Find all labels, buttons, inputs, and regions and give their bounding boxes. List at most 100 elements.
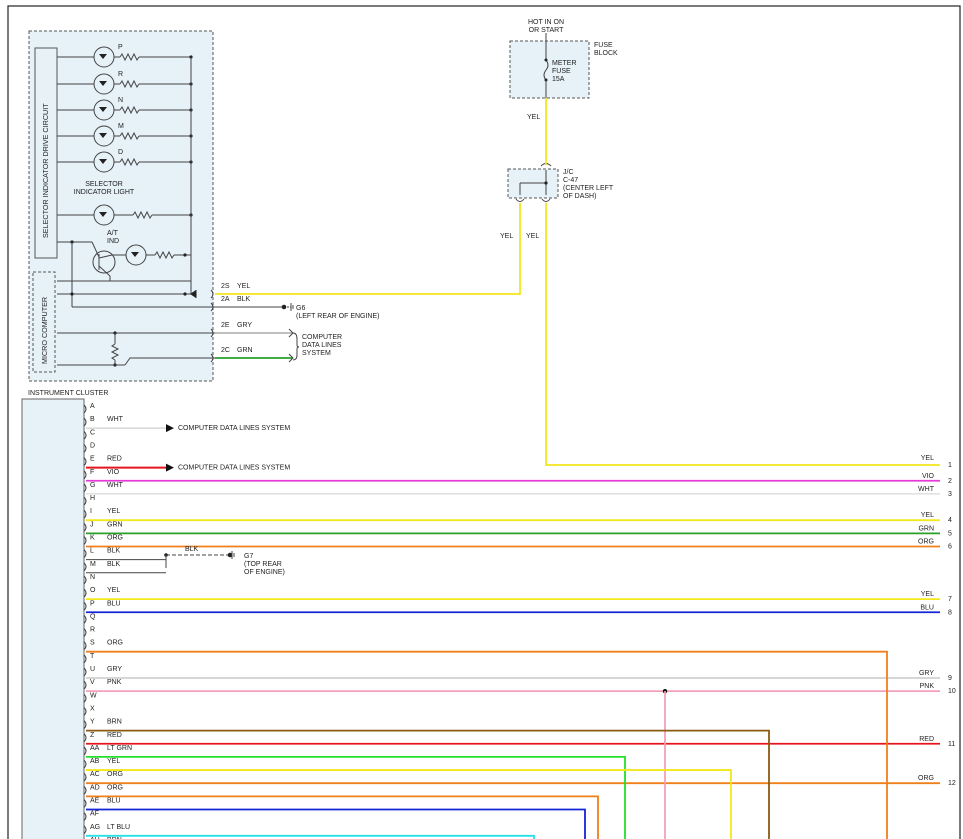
fuse-icon [543, 59, 549, 81]
selector-row-light [57, 204, 193, 226]
fuse-block-box [509, 40, 590, 99]
cluster-pin-f: F VIO [83, 469, 120, 480]
right-num-3: 3 [948, 491, 952, 498]
micro-wire-2s: YEL [237, 283, 250, 290]
cluster-wire-code: ORG [107, 771, 123, 778]
cluster-wire-code: ORG [107, 640, 123, 647]
cluster-pin-letter: D [90, 442, 95, 449]
selector-row-d: D [57, 149, 193, 173]
right-label-v: PNK [920, 683, 935, 690]
selector-position-m: M [118, 123, 124, 130]
cluster-pin-letter: T [90, 653, 95, 660]
cluster-pin-letter: Q [90, 613, 96, 620]
cluster-pin-ac: AC ORG [83, 771, 123, 782]
right-label-f: VIO [922, 473, 935, 480]
drive-circuit-label: SELECTOR INDICATOR DRIVE CIRCUIT [41, 103, 50, 238]
cluster-pin-letter: F [90, 469, 94, 476]
cluster-pin-w: W [83, 692, 97, 703]
diode-icon [190, 290, 196, 298]
cluster-pin-c: C [83, 429, 95, 440]
arrow-icon [166, 424, 174, 433]
micro-computer-box [32, 271, 56, 373]
micro-pin-2a: 2A [221, 296, 230, 303]
instrument-cluster-title: INSTRUMENT CLUSTER [28, 390, 108, 397]
micro-wire-2c: GRN [237, 347, 253, 354]
micro-computer-label: MICRO COMPUTER [40, 297, 49, 364]
cluster-pin-letter: R [90, 627, 95, 634]
cluster-wire-code: BRN [107, 837, 122, 839]
micro-wire-2a: BLK [237, 296, 251, 303]
micro-wire-2e: GRY [237, 322, 252, 329]
selector-position-d: D [118, 149, 123, 156]
cluster-pin-ah: AHBRN [83, 837, 122, 839]
wire-label-jc-right: YEL [526, 233, 539, 240]
selector-position-r: R [118, 71, 123, 78]
selector-module-box [28, 30, 214, 382]
wire-yel-1 [545, 203, 940, 466]
cluster-wire-code: BRN [107, 719, 122, 726]
cluster-pin-letter: AC [90, 771, 100, 778]
cluster-wire-code: ORG [107, 535, 123, 542]
right-label-yel-top: YEL [921, 455, 934, 462]
cluster-pin-letter: AB [90, 758, 100, 765]
wire-ae [86, 808, 586, 839]
cluster-pin-letter: C [90, 429, 95, 436]
cluster-pin-letter: AG [90, 824, 100, 831]
right-num-5: 5 [948, 530, 952, 537]
cluster-wire-code: WHT [107, 482, 124, 489]
cluster-pin-letter: G [90, 482, 95, 489]
cluster-pin-g: G WHT [83, 482, 124, 493]
cluster-wire-code: YEL [107, 587, 120, 594]
cluster-wire-code: YEL [107, 758, 120, 765]
right-num-7: 7 [948, 596, 952, 603]
cluster-pin-x: X [83, 705, 95, 716]
cluster-pin-letter: Z [90, 732, 95, 739]
right-num-10: 10 [948, 688, 956, 695]
ground-g6-label: G6(LEFT REAR OF ENGINE) [296, 305, 380, 320]
cluster-wire-code: VIO [107, 469, 120, 476]
right-num-11: 11 [948, 741, 955, 748]
right-label-g: WHT [918, 486, 935, 493]
cluster-wire-code: BLK [107, 548, 121, 555]
cluster-pin-letter: N [90, 574, 95, 581]
cluster-pin-z: Z RED [83, 732, 122, 743]
cluster-wire-code: RED [107, 732, 122, 739]
right-num-2: 2 [948, 478, 952, 485]
cluster-wire-code: LT GRN [107, 745, 132, 752]
right-label-ac: ORG [918, 775, 934, 782]
yellow-power-wires [215, 98, 940, 466]
selector-row-n: N [57, 97, 193, 121]
cluster-wire-code: BLK [107, 561, 121, 568]
wire-ag [86, 834, 535, 839]
wire-ad [86, 795, 599, 839]
cluster-pin-q: Q [83, 613, 96, 624]
right-num-1: 1 [948, 462, 952, 469]
cluster-pin-d: D [83, 442, 95, 453]
cluster-pin-letter: AE [90, 798, 100, 805]
resistor-icon [119, 79, 140, 89]
wire-label-jc-left: YEL [500, 233, 513, 240]
right-num-6: 6 [948, 544, 952, 551]
resistor-icon [119, 131, 140, 141]
